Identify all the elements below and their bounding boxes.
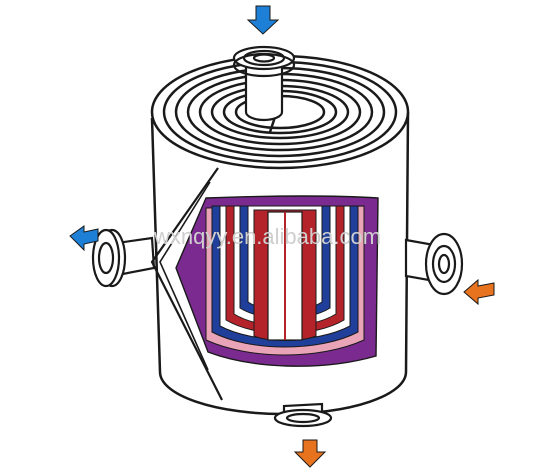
watermark-text: wxnqyy.en.alibaba.com: [153, 224, 381, 249]
arrow-outlet-bottom: [293, 439, 327, 468]
arrow-inlet-top: [246, 5, 280, 35]
left-nozzle: [91, 228, 156, 288]
right-nozzle: [404, 232, 464, 296]
top-nozzle: [232, 45, 296, 122]
bottom-nozzle: [273, 402, 333, 428]
arrow-inlet-right: [463, 278, 495, 306]
cutaway-section: [150, 167, 379, 401]
arrow-outlet-left: [69, 225, 99, 252]
